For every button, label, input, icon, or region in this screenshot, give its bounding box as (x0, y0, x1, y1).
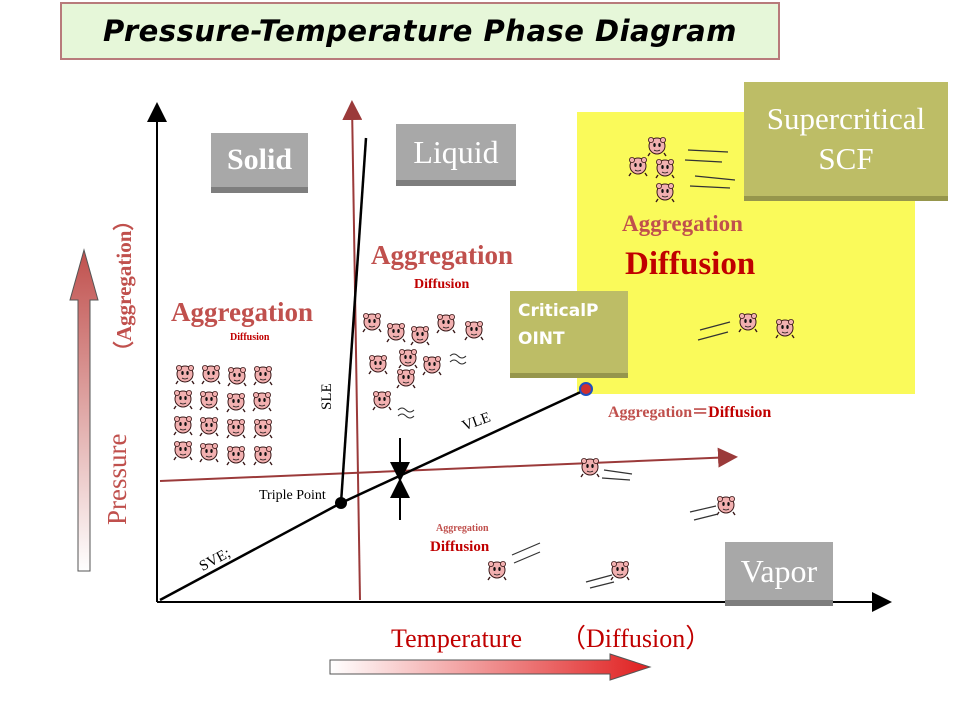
critical-equals-text: ＝ (692, 404, 709, 421)
isobar-arrow (159, 447, 738, 482)
vapor-diffusion-label: Diffusion (430, 539, 490, 555)
vapor-aggregation-label: Aggregation (436, 523, 489, 534)
vle-curve (340, 388, 586, 505)
critical-point-label: CriticalP OINT (510, 291, 628, 373)
sve-curve (159, 501, 342, 602)
pressure-gradient-arrow (69, 248, 99, 572)
phase-supercritical-text: Supercritical (766, 101, 926, 136)
liquid-diffusion-label: Diffusion (414, 277, 470, 292)
scf-molecules (628, 136, 795, 341)
liquid-aggregation-label: Aggregation (371, 240, 513, 270)
phase-vapor-text: Vapor (740, 552, 818, 589)
critical-point-dot (579, 382, 593, 396)
phase-supercritical-label: Supercritical SCF (744, 82, 948, 196)
scf-diffusion-label: Diffusion (625, 246, 756, 282)
x-axis-title: Temperature (391, 624, 522, 653)
phase-vapor-label: Vapor (725, 542, 833, 600)
solid-molecules (173, 364, 273, 466)
title-box: Pressure-Temperature Phase Diagram (60, 2, 780, 60)
x-axis-subtitle: （Diffusion） (560, 624, 712, 653)
isotherm-arrow (342, 100, 363, 601)
sle-label: SLE (319, 383, 335, 410)
scf-aggregation-label: Aggregation (622, 211, 743, 236)
critical-aggregation-text: Aggregation (608, 404, 693, 421)
phase-liquid-label: Liquid (396, 124, 516, 180)
solid-aggregation-label: Aggregation (171, 297, 313, 327)
liquid-molecules (362, 312, 484, 419)
critical-point-line2: OINT (518, 329, 565, 349)
critical-point-line1: CriticalP (518, 301, 599, 321)
triple-point-dot (335, 497, 347, 509)
temperature-gradient-arrow (329, 653, 652, 681)
critical-balance-label: Aggregation＝Diffusion (608, 398, 771, 422)
critical-diffusion-text: Diffusion (708, 404, 772, 421)
solid-diffusion-label: Diffusion (230, 332, 270, 343)
phase-liquid-text: Liquid (413, 133, 499, 170)
phase-scf-text: SCF (818, 141, 874, 176)
y-axis-subtitle: （Aggregation） (112, 209, 136, 362)
triple-point-label: Triple Point (259, 488, 326, 503)
y-axis-label: Pressure (102, 433, 132, 525)
x-axis-label: Temperature （Diffusion） (391, 618, 711, 655)
phase-solid-label: Solid (211, 133, 308, 187)
phase-solid-text: Solid (226, 143, 293, 176)
sle-curve (339, 137, 368, 504)
page-title: Pressure-Temperature Phase Diagram (103, 14, 737, 48)
vapor-molecules (487, 457, 736, 589)
